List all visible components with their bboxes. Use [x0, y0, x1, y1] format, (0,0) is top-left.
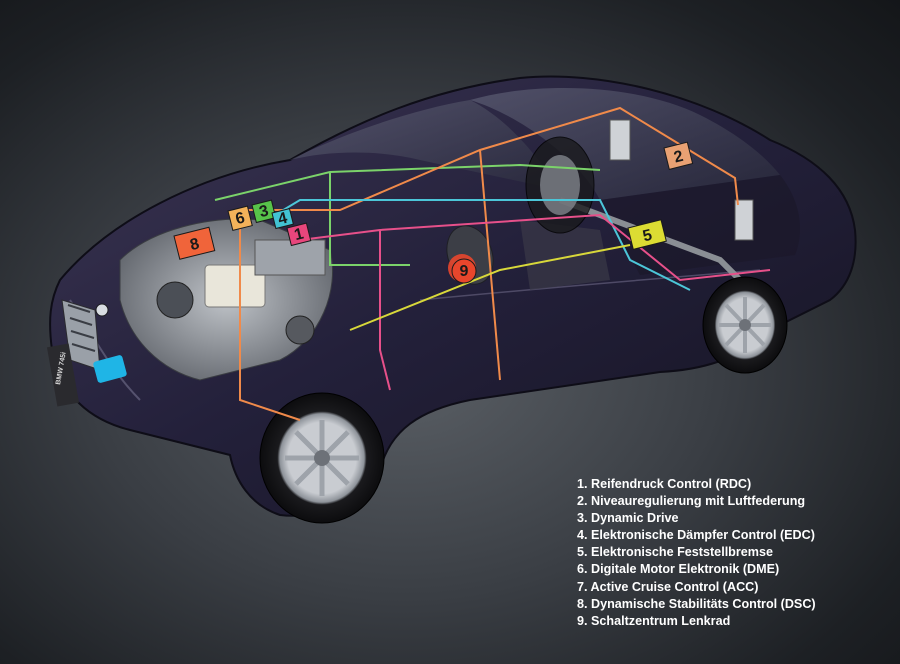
tag-3-label: 3	[258, 202, 271, 221]
legend-item: 2. Niveauregulierung mit Luftfederung	[577, 494, 806, 509]
tag-3-box	[251, 199, 277, 224]
tag-6: 6	[227, 205, 253, 232]
tag-3: 3	[251, 199, 277, 224]
tag-1-label: 1	[293, 225, 306, 244]
tag-1-box	[286, 222, 312, 247]
tag-2-box	[663, 141, 694, 170]
acc-sensor	[93, 355, 127, 383]
component-tags: 1 2 3 4 5 6 8 9	[173, 141, 694, 284]
legend-item: 4. Elektronische Dämpfer Control (EDC)	[577, 528, 815, 543]
rear-wheel	[702, 276, 788, 374]
tag-5: 5	[627, 219, 667, 250]
front-wheel	[259, 392, 385, 524]
legend-item: 5. Elektronische Feststellbremse	[577, 545, 773, 560]
tag-8: 8	[173, 226, 216, 260]
legend-item: 8. Dynamische Stabilitäts Control (DSC)	[577, 596, 816, 611]
tag-4-label: 4	[276, 210, 289, 229]
tag-2: 2	[663, 141, 694, 170]
legend-item: 7. Active Cruise Control (ACC)	[577, 579, 759, 594]
engine-assembly	[119, 218, 334, 381]
tag-1: 1	[286, 222, 312, 247]
tag-9-box	[451, 258, 477, 284]
tag-5-box	[627, 219, 667, 250]
tag-8-label: 8	[188, 235, 201, 254]
tag-4: 4	[271, 208, 294, 230]
tag-2-label: 2	[672, 148, 685, 167]
tag-4-box	[271, 208, 294, 230]
tag-9: 9	[451, 258, 477, 284]
legend-item: 9. Schaltzentrum Lenkrad	[577, 613, 731, 628]
legend-item: 6. Digitale Motor Elektronik (DME)	[577, 562, 780, 577]
legend-item: 3. Dynamic Drive	[577, 511, 679, 526]
tag-6-label: 6	[234, 209, 247, 228]
tag-5-label: 5	[641, 227, 654, 246]
tag-6-box	[227, 205, 253, 232]
tag-9-label: 9	[460, 263, 469, 280]
front-grille: BMW 745i	[46, 299, 109, 407]
tag-8-box	[173, 226, 216, 260]
legend-item: 1. Reifendruck Control (RDC)	[577, 477, 752, 491]
component-legend: 1. Reifendruck Control (RDC) 2. Niveaure…	[577, 476, 816, 630]
control-wiring	[214, 106, 771, 421]
